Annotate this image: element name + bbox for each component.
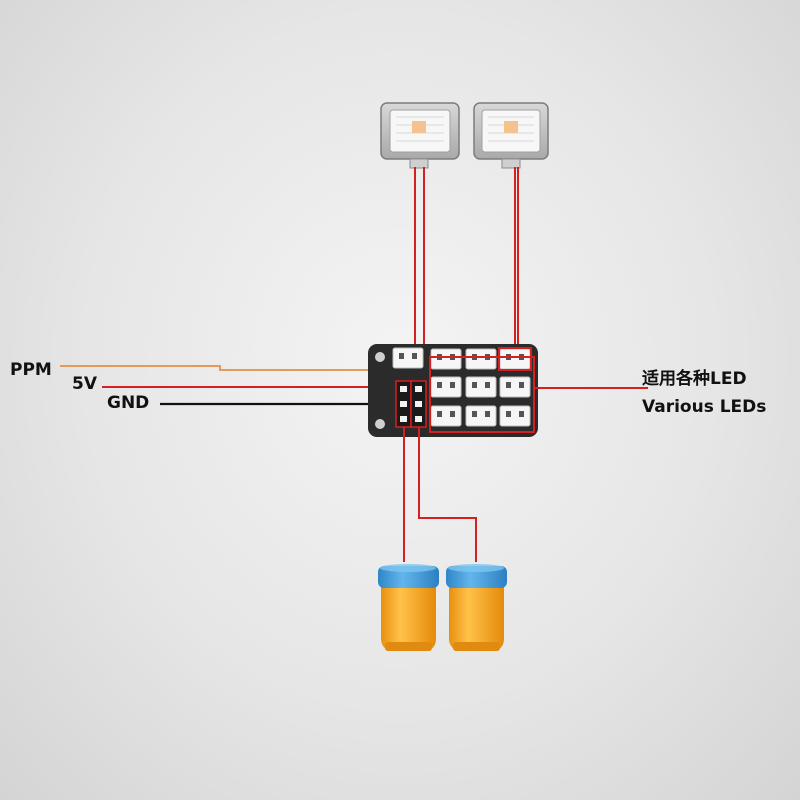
leds-label-english: Various LEDs: [642, 397, 767, 417]
beacon-light-icon: [446, 564, 507, 651]
input-wires: [60, 365, 380, 406]
beacon-wires: [403, 427, 477, 562]
leds-label-chinese: 适用各种LED: [642, 369, 747, 389]
controller-board-icon: [368, 344, 538, 437]
headlight-icon: [473, 102, 549, 169]
beacon-light-icon: [378, 564, 439, 651]
headlight-icon: [380, 102, 460, 169]
ppm-label: PPM: [10, 360, 52, 380]
gnd-label: GND: [107, 393, 150, 413]
ppm-wire: [60, 365, 380, 371]
headlight-wires: [414, 167, 519, 360]
5v-label: 5V: [72, 374, 97, 394]
